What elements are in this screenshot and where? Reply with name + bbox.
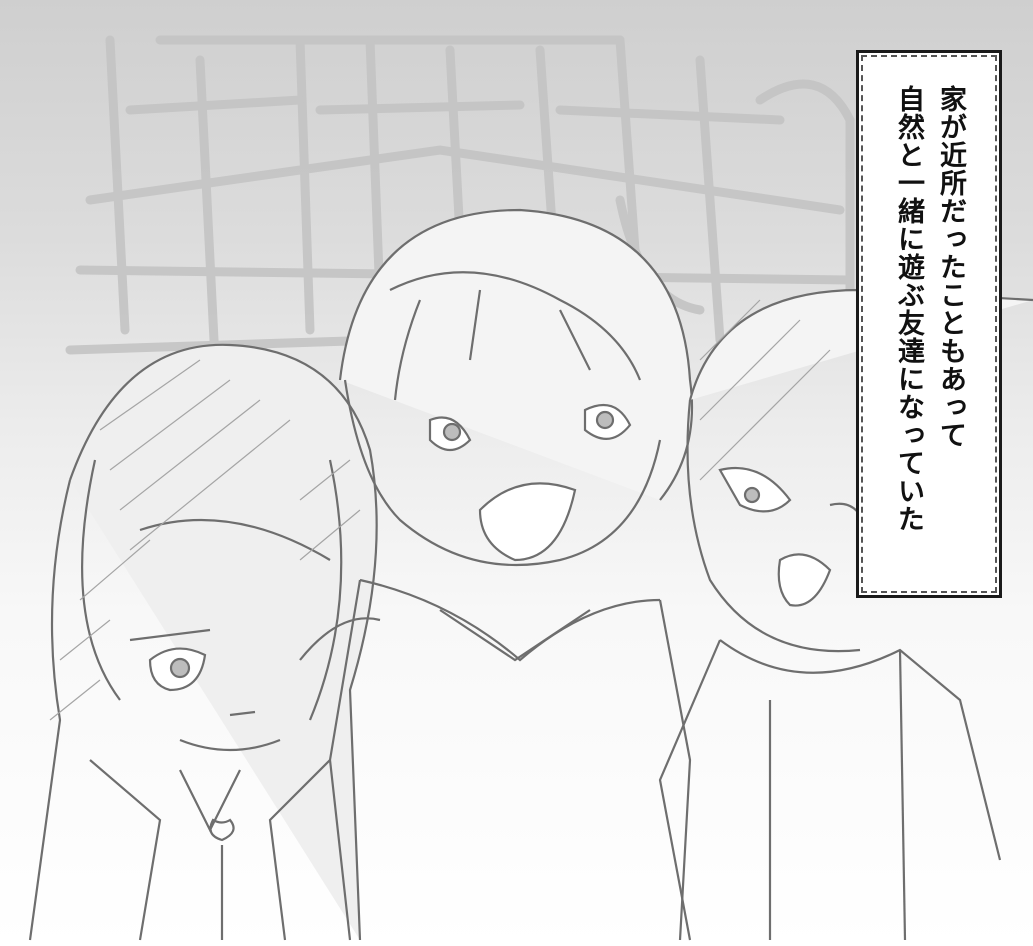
- narration-line-1: 家が近所だったこともあって: [935, 85, 966, 449]
- girl-left: [28, 343, 378, 941]
- narration-line-2: 自然と一緒に遊ぶ友達になっていた: [893, 85, 924, 533]
- boy-middle: [299, 208, 694, 941]
- narration-text: 家が近所だったこともあって 自然と一緒に遊ぶ友達になっていた: [859, 53, 999, 595]
- narration-caption-box: 家が近所だったこともあって 自然と一緒に遊ぶ友達になっていた: [856, 50, 1002, 598]
